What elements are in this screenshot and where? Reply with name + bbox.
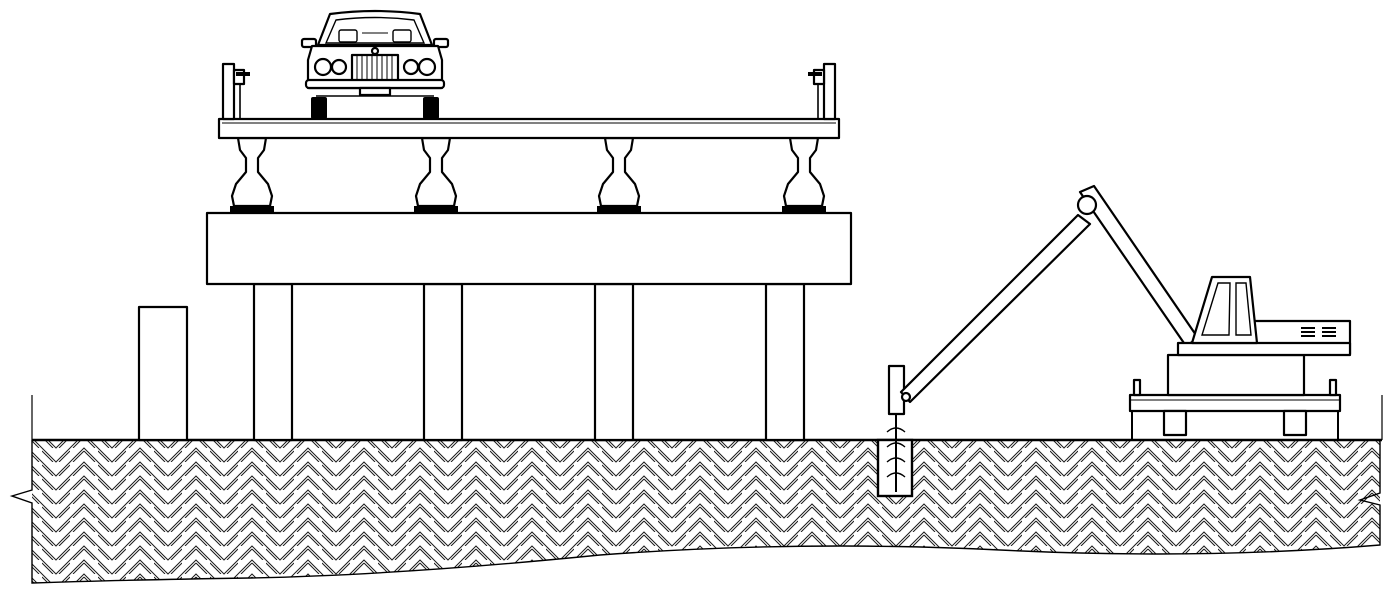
- car-icon: [300, 9, 450, 119]
- column: [593, 282, 635, 442]
- girder: [782, 136, 826, 213]
- railing-right: [808, 62, 837, 121]
- column: [252, 282, 294, 442]
- railing-left: [221, 62, 250, 121]
- auger-icon: [886, 364, 906, 492]
- column: [422, 282, 464, 442]
- girder: [597, 136, 641, 213]
- bridge-deck: [217, 117, 841, 140]
- girder: [230, 136, 274, 213]
- column: [764, 282, 806, 442]
- pier-cap: [205, 211, 853, 286]
- girders: [230, 136, 826, 213]
- standalone-column: [137, 305, 189, 442]
- crane-icon: [899, 184, 1352, 440]
- bridge-columns: [252, 282, 806, 442]
- engine-vents: [1301, 327, 1336, 337]
- girder: [414, 136, 458, 213]
